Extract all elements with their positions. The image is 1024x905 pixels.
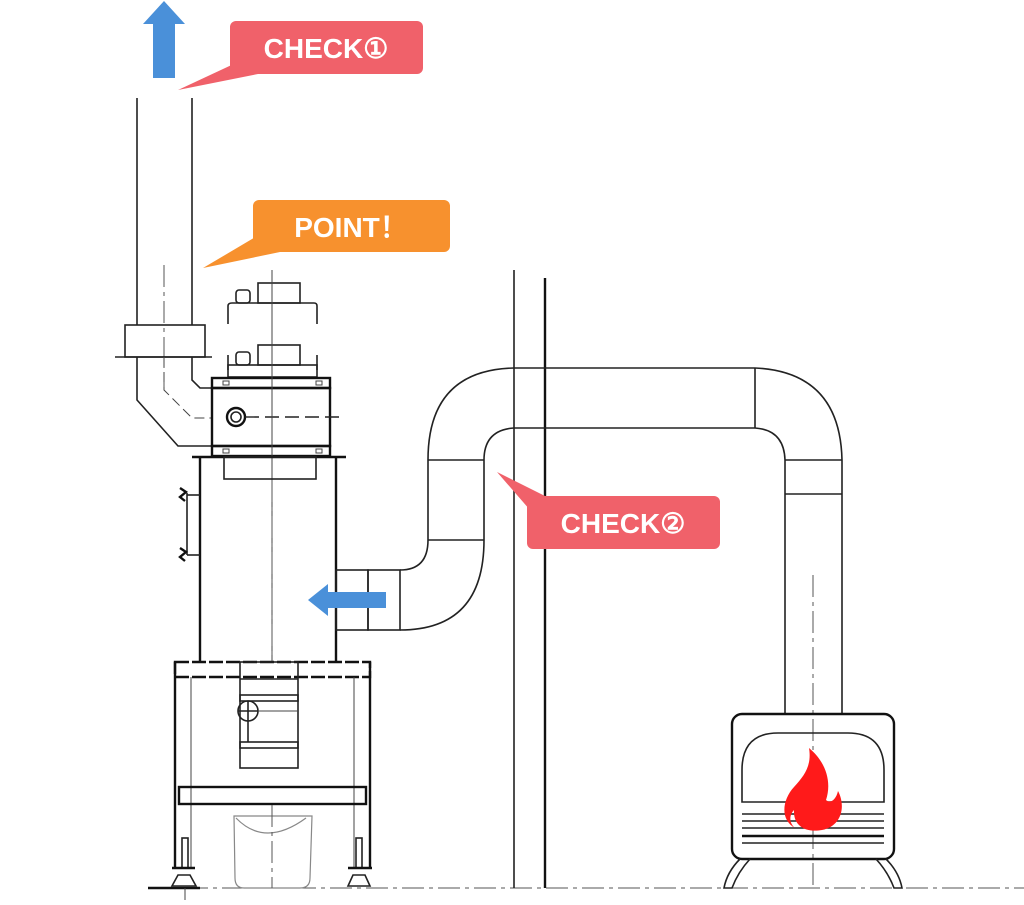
check1-label: CHECK① (264, 33, 389, 64)
check1-callout: CHECK① (178, 21, 423, 90)
fan-motor-unit (210, 270, 340, 660)
wall (513, 270, 547, 888)
check2-callout: CHECK② (497, 472, 720, 549)
point-callout: POINT！ (203, 200, 450, 268)
point-label: POINT！ (294, 212, 408, 243)
check2-label: CHECK② (561, 508, 686, 539)
support-frame (173, 660, 372, 868)
dust-bucket (233, 805, 313, 889)
inlet-left-arrow-icon (308, 584, 386, 616)
collector-body (178, 455, 401, 662)
wood-stove (723, 712, 903, 889)
flame-icon (784, 748, 842, 831)
door-clamps (178, 487, 200, 562)
leveling-feet (170, 837, 372, 900)
elbow-duct (136, 357, 212, 447)
rotary-valve (237, 661, 299, 769)
connecting-duct (399, 367, 843, 888)
exhaust-duct (115, 98, 212, 390)
exhaust-up-arrow-icon (143, 1, 185, 78)
